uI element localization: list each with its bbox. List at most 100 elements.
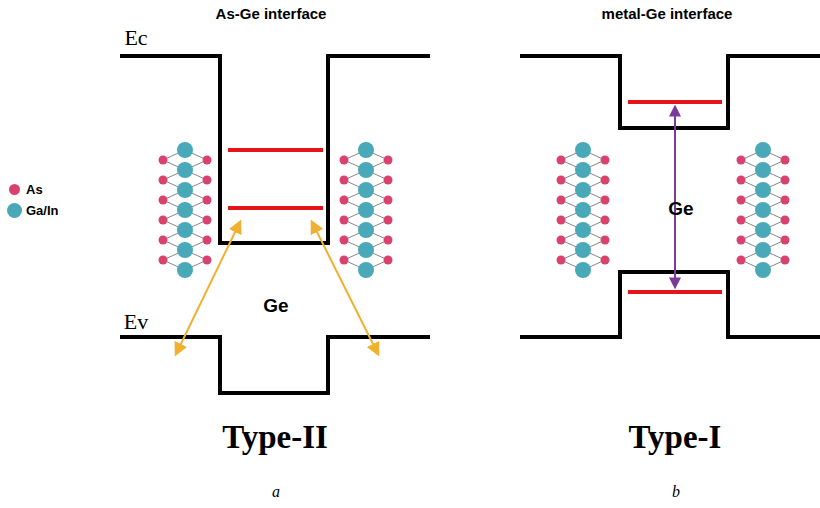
ga-in-atom — [575, 182, 591, 198]
as-atom — [737, 196, 746, 205]
ga-in-atom — [358, 222, 374, 238]
as-atom — [159, 236, 168, 245]
as-atom — [384, 256, 393, 265]
ga-in-atom — [358, 202, 374, 218]
legend-text: Ga/In — [26, 203, 59, 218]
ga-in-atom — [177, 182, 193, 198]
energy-level — [228, 206, 323, 210]
as-atom — [601, 256, 610, 265]
ga-in-atom — [755, 162, 771, 178]
legend-row: As — [9, 182, 43, 197]
valence-band — [520, 272, 820, 337]
energy-level — [628, 100, 722, 104]
as-atom — [737, 156, 746, 165]
as-atom — [203, 236, 212, 245]
material-label: Ge — [263, 296, 288, 315]
transition-arrow — [674, 107, 676, 287]
as-atom — [340, 216, 349, 225]
as-atom — [557, 156, 566, 165]
as-atom — [781, 216, 790, 225]
as-atom — [384, 236, 393, 245]
as-atom — [340, 156, 349, 165]
as-atom — [737, 216, 746, 225]
ga-in-atom — [358, 142, 374, 158]
as-atom — [601, 196, 610, 205]
panel-letter: a — [272, 484, 280, 500]
ga-in-atom — [358, 182, 374, 198]
as-atom — [781, 256, 790, 265]
legend-text: As — [26, 182, 43, 197]
energy-level — [228, 148, 323, 152]
as-atom — [340, 196, 349, 205]
as-atom — [203, 176, 212, 185]
ga-in-atom — [575, 162, 591, 178]
as-atom — [159, 176, 168, 185]
as-atom — [557, 176, 566, 185]
conduction-band — [520, 56, 820, 128]
as-atom — [340, 176, 349, 185]
ga-in-atom — [358, 262, 374, 278]
ga-in-atom — [755, 242, 771, 258]
ga-in-atom — [177, 162, 193, 178]
panel-title: metal-Ge interface — [602, 6, 733, 21]
as-atom — [159, 196, 168, 205]
material-label: Ge — [668, 199, 693, 218]
transition-arrow — [312, 222, 378, 354]
as-atom — [384, 176, 393, 185]
as-atom — [203, 156, 212, 165]
ga-in-atom — [755, 202, 771, 218]
as-atom — [203, 196, 212, 205]
as-atom — [384, 156, 393, 165]
as-atom — [159, 156, 168, 165]
panel-title: As-Ge interface — [216, 6, 327, 21]
as-atom — [781, 176, 790, 185]
ga-in-atom — [177, 262, 193, 278]
ga-in-atom — [755, 262, 771, 278]
as-atom — [203, 256, 212, 265]
type-label: Type-II — [222, 421, 328, 454]
ga-in-atom — [575, 262, 591, 278]
as-atom — [203, 216, 212, 225]
valence-band — [120, 337, 430, 393]
as-atom — [557, 256, 566, 265]
as-atom — [340, 236, 349, 245]
ga-in-atom — [177, 142, 193, 158]
ga-in-atom — [575, 142, 591, 158]
as-atom — [601, 216, 610, 225]
as-atom — [557, 236, 566, 245]
as-atom — [340, 256, 349, 265]
ga-in-atom — [755, 182, 771, 198]
band-label: Ec — [124, 27, 147, 49]
legend-swatch — [7, 203, 22, 218]
energy-level — [628, 290, 722, 294]
legend-row: Ga/In — [9, 203, 59, 218]
ga-in-atom — [575, 202, 591, 218]
as-atom — [737, 236, 746, 245]
as-atom — [384, 216, 393, 225]
ga-in-atom — [177, 242, 193, 258]
as-atom — [737, 256, 746, 265]
as-atom — [557, 216, 566, 225]
panel-letter: b — [672, 484, 680, 500]
as-atom — [159, 256, 168, 265]
ga-in-atom — [575, 242, 591, 258]
as-atom — [601, 236, 610, 245]
ga-in-atom — [177, 222, 193, 238]
ga-in-atom — [358, 242, 374, 258]
ga-in-atom — [755, 142, 771, 158]
as-atom — [601, 156, 610, 165]
as-atom — [601, 176, 610, 185]
ga-in-atom — [575, 222, 591, 238]
as-atom — [384, 196, 393, 205]
conduction-band — [120, 56, 430, 243]
type-label: Type-I — [629, 421, 722, 454]
legend-swatch — [9, 184, 20, 195]
as-atom — [781, 236, 790, 245]
ga-in-atom — [177, 202, 193, 218]
ga-in-atom — [755, 222, 771, 238]
transition-arrow — [176, 222, 240, 354]
ga-in-atom — [358, 162, 374, 178]
as-atom — [159, 216, 168, 225]
as-atom — [781, 196, 790, 205]
as-atom — [781, 156, 790, 165]
